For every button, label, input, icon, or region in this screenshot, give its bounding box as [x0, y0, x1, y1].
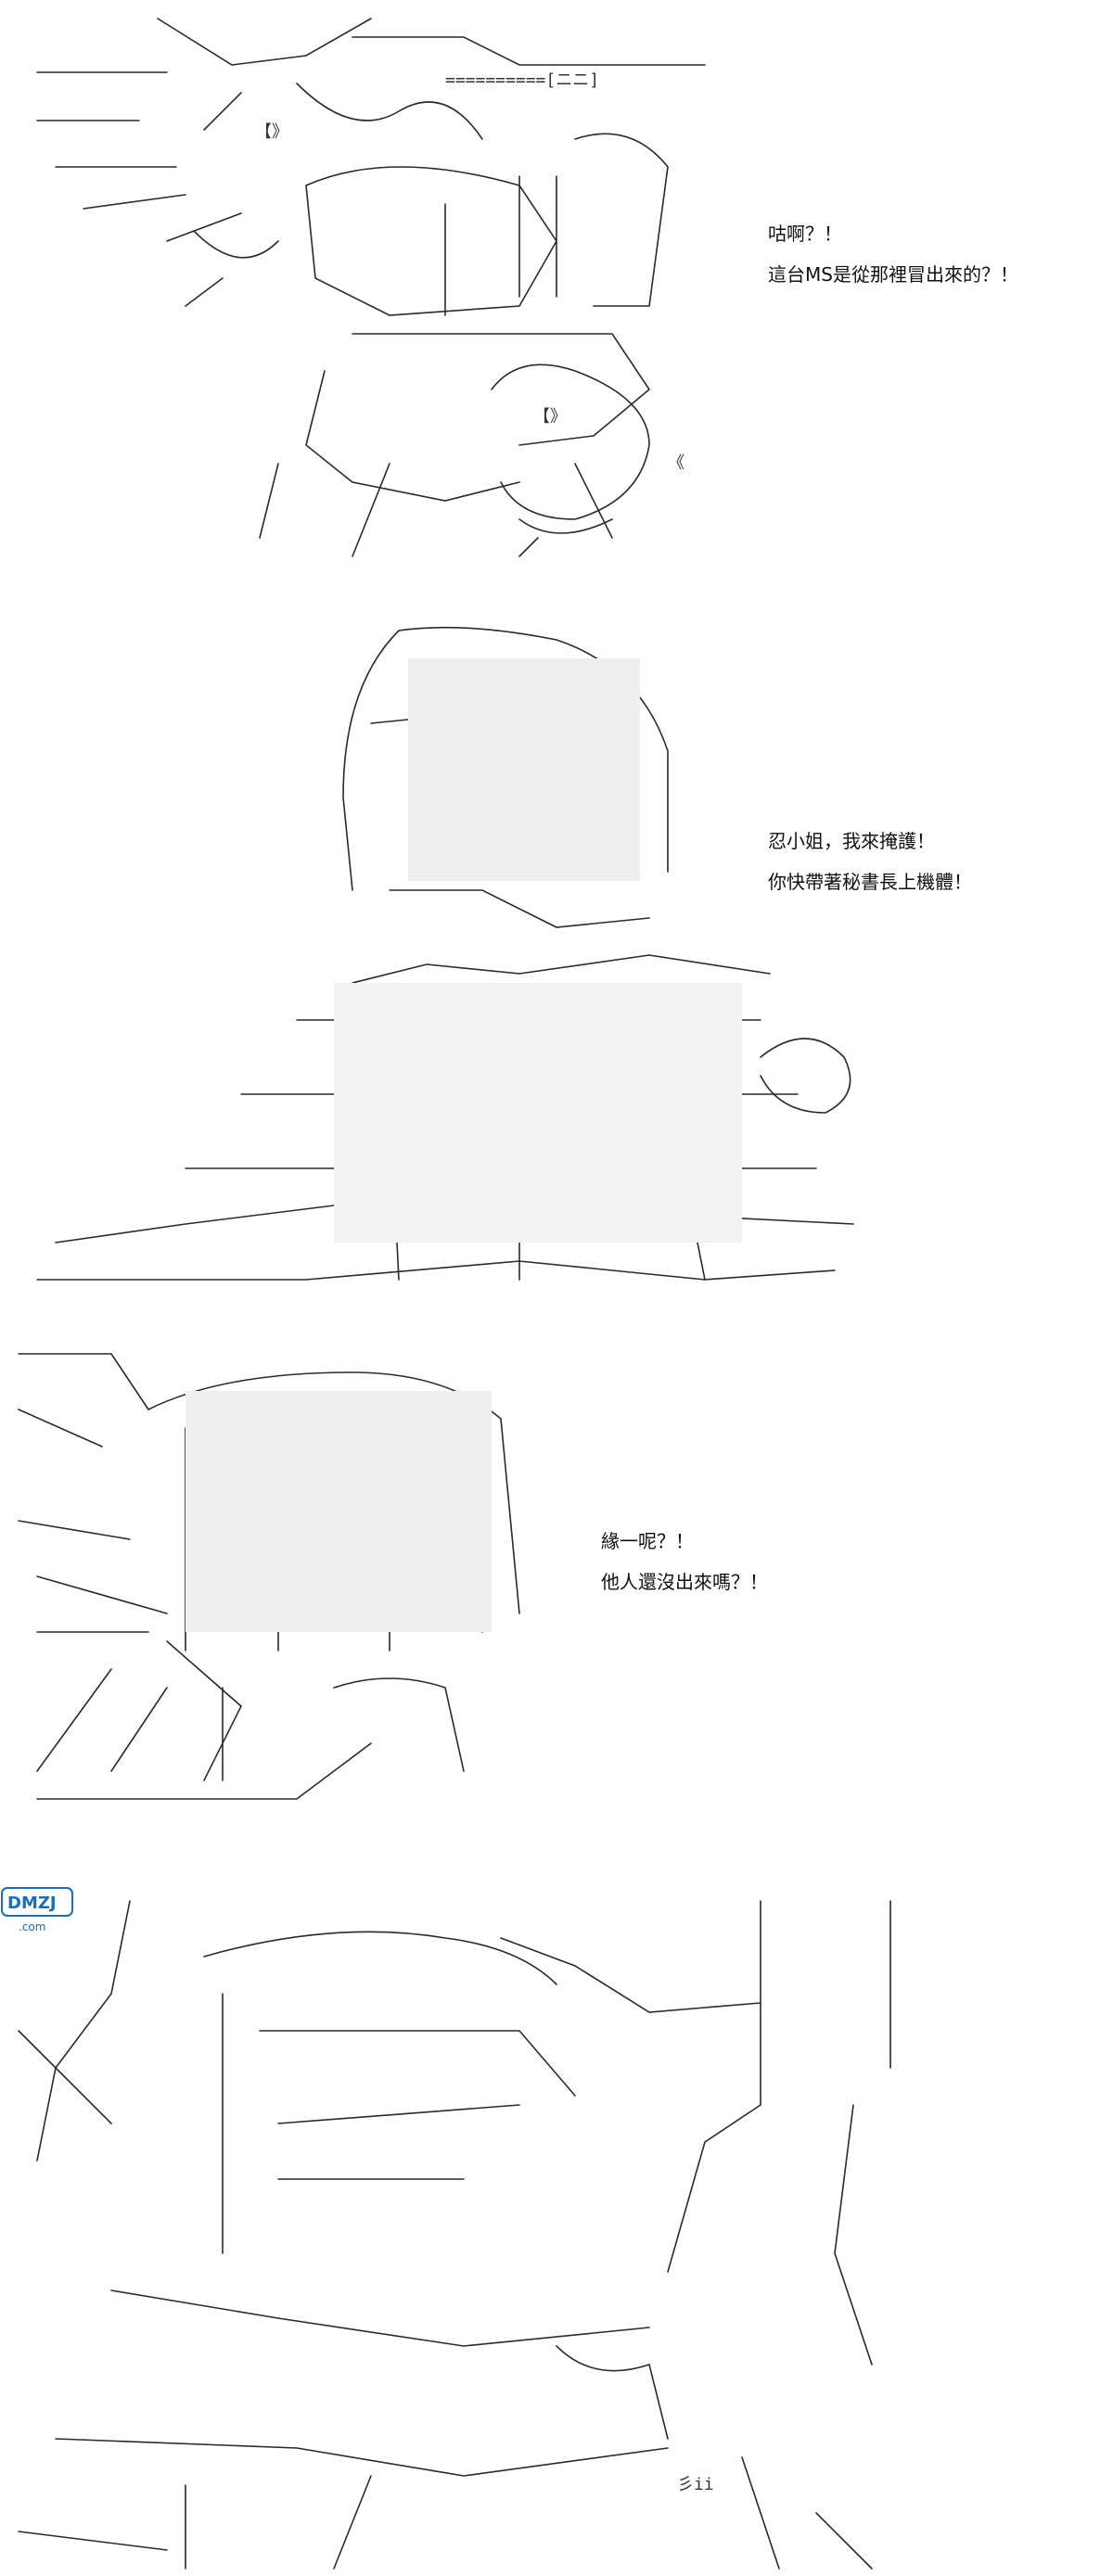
dialogue-line: 他人還沒出來嗎？！ [601, 1571, 768, 1593]
ascii-art-action-scene: 彡ii [18, 1900, 891, 2570]
dialogue-panel-1: 咕啊？！ 這台MS是從那裡冒出來的？！ [768, 213, 1018, 295]
ascii-equals-row: ==========[ニニ] [445, 70, 599, 90]
ascii-bracket-2: 【》 [533, 407, 567, 427]
panel-4: 彡ii DMZJ .com [0, 1882, 1113, 2576]
dialogue-line: 咕啊？！ [768, 223, 842, 245]
ascii-art-back-figure [18, 1353, 520, 1800]
panel-1: 【》 【》 《 ==========[ニニ] 咕啊？！ 這台MS是從那裡冒出來的… [0, 0, 1113, 575]
dialogue-line: 緣一呢？！ [601, 1530, 694, 1552]
watermark-sub: .com [19, 1920, 45, 1933]
dialogue-panel-3: 緣一呢？！ 他人還沒出來嗎？！ [601, 1521, 768, 1602]
watermark-logo: DMZJ .com [1, 1887, 73, 1933]
ascii-bracket-1: 【》 [255, 122, 288, 142]
ascii-bracket-3: 《 [668, 453, 684, 473]
panel-3: 緣一呢？！ 他人還沒出來嗎？！ [0, 1335, 1113, 1855]
ascii-art-explosion-figure: 【》 【》 《 ==========[ニニ] [36, 18, 706, 557]
ascii-art-soldier-figure [36, 626, 854, 1281]
ascii-ta-mark: 彡ii [677, 2475, 714, 2494]
panel-2: 忍小姐，我來掩護！ 你快帶著秘書長上機體！ [0, 612, 1113, 1317]
dialogue-panel-2: 忍小姐，我來掩護！ 你快帶著秘書長上機體！ [768, 821, 972, 902]
watermark-text: DMZJ [7, 1894, 57, 1913]
dialogue-line: 忍小姐，我來掩護！ [768, 830, 935, 852]
dialogue-line: 你快帶著秘書長上機體！ [768, 871, 972, 893]
dialogue-line: 這台MS是從那裡冒出來的？！ [768, 263, 1018, 286]
